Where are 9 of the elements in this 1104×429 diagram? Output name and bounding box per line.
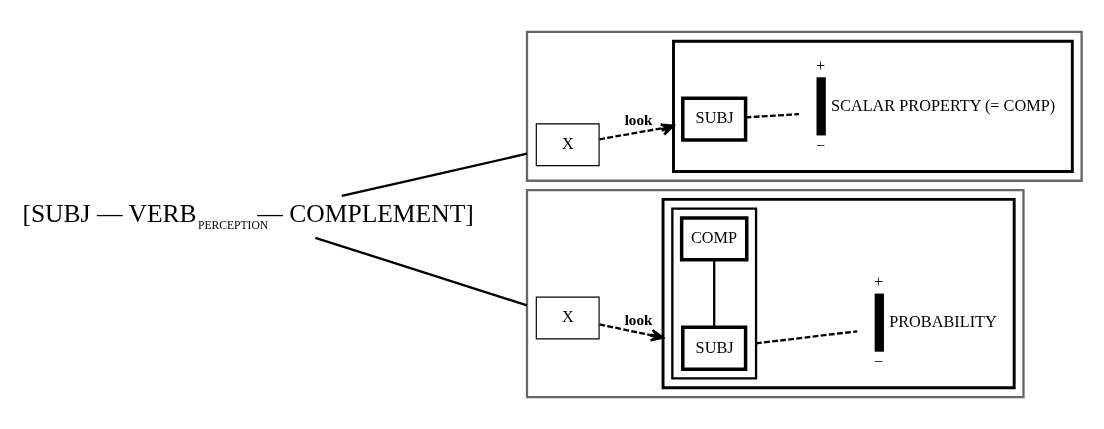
node-text: [SUBJ — VERB$_{PERCEPTION}$— COMPLEMENT] (22, 199, 474, 232)
node-label: + (815, 56, 826, 75)
node-label: + (874, 272, 884, 291)
node-label: − (874, 353, 884, 372)
node-label: PROBABILITY (889, 312, 997, 331)
edge-label: look (624, 112, 653, 129)
node-label: − (815, 136, 826, 155)
node-label: SCALAR PROPERTY (= COMP) (831, 96, 1056, 115)
edge-label: look (624, 312, 653, 329)
